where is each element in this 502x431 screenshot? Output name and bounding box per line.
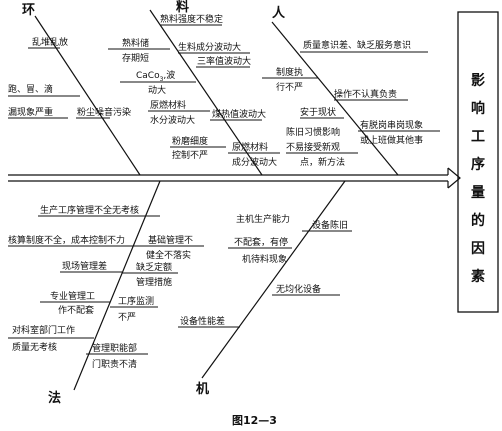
category-environment: 环 (22, 3, 35, 18)
mat-raw-meal: 生料成分波动大 (178, 41, 241, 53)
man-position-2: 或上班做其他事 (360, 134, 423, 146)
mat-three-rate: 三率值波动大 (197, 55, 251, 67)
machine-old: 设备陈旧 (312, 219, 348, 231)
effect-char-1: 影 (471, 73, 485, 89)
category-method: 法 (48, 390, 61, 406)
effect-char-4: 序 (471, 156, 485, 173)
effect-char-6: 的 (471, 212, 485, 229)
man-habit-1: 陈旧习惯影响 (286, 126, 340, 138)
method-prof-2: 作不配套 (58, 304, 94, 316)
mat-rawmat-2: 水分波动大 (150, 114, 195, 126)
env-cause-dust: 粉尘噪音污染 (77, 106, 131, 118)
mat-cause-clinker: 熟料强度不稳定 (160, 13, 223, 25)
method-func-1: 管理职能部 (92, 342, 137, 354)
effect-char-5: 量 (471, 185, 485, 201)
method-dept-2: 质量无考核 (12, 341, 57, 353)
category-material: 料 (176, 0, 189, 15)
mat-fineness-1: 粉磨细度 (172, 135, 208, 147)
mat-storage-2: 存期短 (122, 52, 149, 64)
spine-arrow (8, 167, 461, 189)
branch-environment (34, 15, 141, 176)
method-onsite: 现场管理差 (62, 260, 107, 272)
effect-char-7: 因 (471, 241, 485, 257)
mat-rawcomp-1: 原燃材料 (232, 141, 268, 153)
man-habit-3: 点，新方法 (300, 156, 345, 168)
mat-coal-heat: 煤热值波动大 (212, 108, 266, 120)
category-man: 人 (272, 5, 286, 21)
effect-char-8: 素 (471, 268, 485, 285)
mat-rawmat-1: 原燃材料 (150, 99, 186, 111)
branch-material (149, 9, 263, 176)
machine-poor-performance: 设备性能差 (180, 315, 225, 327)
man-position-1: 有脱岗串岗现象 (360, 119, 423, 131)
env-cause-leak-1: 跑、冒、滴 (8, 83, 53, 95)
method-process-mgmt: 生产工序管理不全无考核 (40, 204, 139, 216)
machine-no-homogenize: 无均化设备 (276, 283, 321, 295)
env-cause-leak-2: 漏现象严重 (8, 106, 53, 118)
mat-fineness-2: 控制不严 (172, 149, 208, 161)
man-content: 安于现状 (300, 106, 336, 118)
machine-capacity-3: 机待料现象 (242, 253, 287, 265)
branch-machine (201, 180, 346, 379)
method-monitor-2: 不严 (118, 312, 136, 323)
method-func-2: 门职责不清 (92, 358, 137, 370)
method-monitor-1: 工序监测 (118, 295, 154, 307)
man-operation: 操作不认真负责 (334, 88, 397, 100)
mat-storage-1: 熟料储 (122, 37, 149, 49)
mat-rawcomp-2: 成分波动大 (232, 156, 277, 168)
man-habit-2: 不易接受新观 (286, 141, 340, 153)
method-accounting: 核算制度不全，成本控制不力 (8, 234, 125, 246)
branch-man (271, 21, 399, 176)
method-basic-2: 健全不落实 (146, 249, 191, 261)
env-cause-clutter: 乱堆乱放 (32, 36, 68, 48)
machine-capacity-2: 不配套，有停 (234, 236, 288, 248)
mat-caco3-2: 动大 (148, 84, 166, 96)
man-quality: 质量意识差、缺乏服务意识 (303, 39, 411, 51)
effect-box: 影 响 工 序 量 的 因 素 (457, 11, 499, 313)
figure-caption: 图12—3 (232, 414, 277, 427)
effect-char-3: 工 (471, 129, 485, 145)
method-basic-1: 基础管理不 (148, 234, 193, 246)
man-system-2: 行不严 (276, 81, 303, 93)
effect-char-2: 响 (471, 100, 485, 117)
method-quota-2: 管理措施 (136, 276, 172, 288)
method-prof-1: 专业管理工 (50, 290, 95, 302)
method-quota-1: 缺乏定额 (136, 261, 172, 273)
machine-capacity-1: 主机生产能力 (236, 213, 290, 225)
man-system-1: 制度执 (276, 66, 303, 78)
category-machine: 机 (196, 381, 209, 397)
mat-caco3-1: CaCo3,波 (136, 69, 175, 83)
method-dept-1: 对科室部门工作 (12, 324, 75, 336)
